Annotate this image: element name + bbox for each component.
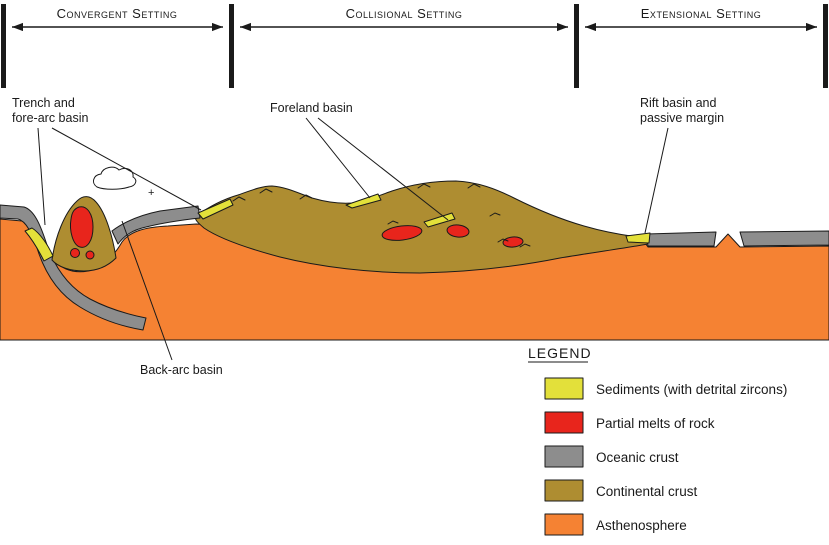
arc-magma-chamber bbox=[70, 206, 94, 248]
label-back-arc-basin: Back-arc basin bbox=[140, 363, 223, 377]
continental-crust-layer bbox=[194, 180, 649, 274]
section-label-extensional: Extensional Setting bbox=[641, 6, 761, 21]
cross-section: + bbox=[0, 166, 829, 341]
plus-mark: + bbox=[148, 187, 154, 199]
legend-swatch-continental-crust bbox=[544, 479, 584, 502]
bedding-mark bbox=[489, 212, 501, 217]
section-divider-bar-4 bbox=[823, 4, 828, 88]
magma-blob-small-2 bbox=[85, 250, 95, 260]
passive-margin-crust-right bbox=[739, 230, 829, 247]
legend-label-partial-melts: Partial melts of rock bbox=[596, 416, 715, 431]
bedding-mark bbox=[417, 183, 431, 189]
leader-rift-basin bbox=[644, 127, 669, 234]
legend-item-continental-crust: Continental crust bbox=[544, 479, 698, 502]
melt-lens-1 bbox=[381, 225, 423, 241]
label-rift-line1: Rift basin and bbox=[640, 96, 716, 110]
legend: LEGEND Sediments (with detrital zircons)… bbox=[528, 345, 787, 536]
legend-label-sediments: Sediments (with detrital zircons) bbox=[596, 382, 787, 397]
passive-margin-crust-left bbox=[645, 231, 717, 247]
leader-fore-arc bbox=[51, 127, 202, 211]
legend-item-oceanic-crust: Oceanic crust bbox=[544, 445, 679, 468]
bedding-marks bbox=[232, 183, 531, 248]
bedding-mark bbox=[259, 188, 273, 194]
foreland-sediments-1 bbox=[345, 193, 382, 209]
legend-title: LEGEND bbox=[528, 345, 592, 361]
fore-arc-sediments bbox=[197, 198, 234, 220]
setting-header: Convergent Setting Collisional Setting E… bbox=[1, 4, 828, 88]
legend-item-sediments: Sediments (with detrital zircons) bbox=[544, 377, 787, 400]
magma-blob-small-1 bbox=[70, 248, 80, 258]
legend-swatch-partial-melts bbox=[544, 411, 584, 434]
melt-lens-2 bbox=[446, 224, 470, 238]
legend-label-asthenosphere: Asthenosphere bbox=[596, 518, 687, 533]
bedding-mark bbox=[519, 243, 531, 248]
section-divider-bar-1 bbox=[1, 4, 6, 88]
rift-basin-sediments bbox=[625, 232, 651, 244]
section-divider-bar-2 bbox=[229, 4, 234, 88]
legend-swatch-oceanic-crust bbox=[544, 445, 584, 468]
bedding-mark bbox=[497, 238, 509, 243]
legend-swatch-asthenosphere bbox=[544, 513, 584, 536]
legend-label-continental-crust: Continental crust bbox=[596, 484, 698, 499]
legend-label-oceanic-crust: Oceanic crust bbox=[596, 450, 679, 465]
label-rift-line2: passive margin bbox=[640, 111, 724, 125]
legend-item-asthenosphere: Asthenosphere bbox=[544, 513, 687, 536]
bedding-mark bbox=[299, 194, 313, 200]
leader-back-arc bbox=[121, 220, 173, 361]
section-label-convergent: Convergent Setting bbox=[57, 6, 178, 21]
bedding-mark bbox=[467, 183, 481, 189]
melt-lens-3 bbox=[502, 236, 524, 248]
label-foreland-basin: Foreland basin bbox=[270, 101, 353, 115]
leader-foreland-2 bbox=[317, 117, 449, 221]
volcano-cloud bbox=[93, 166, 137, 190]
legend-swatch-sediments bbox=[544, 377, 584, 400]
trench-sediments bbox=[24, 227, 54, 262]
bedding-mark bbox=[232, 196, 246, 202]
bedding-mark bbox=[387, 220, 399, 225]
label-trench-line2: fore-arc basin bbox=[12, 111, 88, 125]
legend-item-partial-melts: Partial melts of rock bbox=[544, 411, 715, 434]
annotations: Trench and fore-arc basin Foreland basin… bbox=[12, 96, 724, 377]
leader-foreland-1 bbox=[305, 117, 371, 199]
leader-trench bbox=[37, 127, 46, 226]
section-label-collisional: Collisional Setting bbox=[346, 6, 463, 21]
label-trench-line1: Trench and bbox=[12, 96, 75, 110]
section-divider-bar-3 bbox=[574, 4, 579, 88]
